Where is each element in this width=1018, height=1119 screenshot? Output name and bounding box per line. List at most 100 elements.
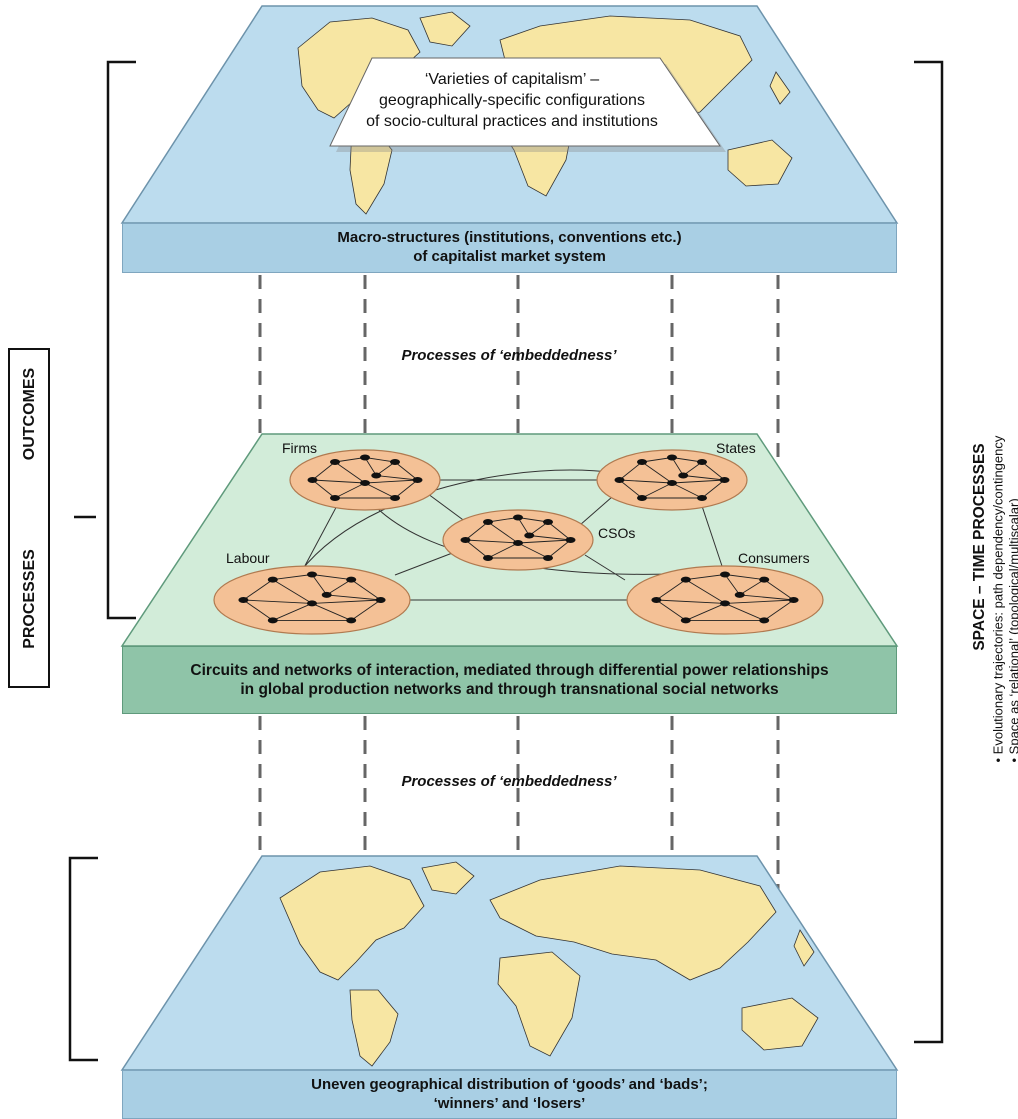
uneven-distribution-band: Uneven geographical distribution of ‘goo… xyxy=(122,1070,897,1119)
consumers-link xyxy=(685,579,726,604)
firms-node xyxy=(390,495,400,501)
states-link xyxy=(683,475,725,481)
labour-ellipse xyxy=(213,565,411,635)
csos-link xyxy=(465,539,519,544)
bottom-map-plane xyxy=(120,855,899,1071)
consumers-link xyxy=(739,594,794,601)
firms-link xyxy=(376,475,418,481)
states-node xyxy=(637,459,647,465)
labour-link xyxy=(243,599,274,621)
callout-line-2: geographically-specific configurations xyxy=(379,91,645,109)
states-link xyxy=(641,457,673,463)
consumers-link xyxy=(656,599,687,621)
states-link xyxy=(619,461,643,481)
labour-link xyxy=(272,602,313,621)
labour-node xyxy=(307,571,317,578)
firms-node xyxy=(330,459,340,465)
space-time-bullet-2: • Space as ‘relational’ (topological/mul… xyxy=(1006,498,1018,762)
states-link xyxy=(619,479,673,484)
macro-structures-band: Macro-structures (institutions, conventi… xyxy=(122,223,897,273)
firms-link xyxy=(334,482,366,499)
callout-line-3: of socio-cultural practices and institut… xyxy=(366,112,658,130)
labour-node xyxy=(346,617,357,624)
states-label: States xyxy=(716,440,756,456)
states-link xyxy=(671,457,684,476)
firms-link xyxy=(364,457,396,463)
firms-node xyxy=(307,477,318,483)
states-link xyxy=(641,482,673,499)
consumers-label: Consumers xyxy=(738,550,810,566)
consumers-ellipse xyxy=(626,565,824,635)
states-node xyxy=(667,454,677,461)
states-node xyxy=(719,477,730,483)
csos-node xyxy=(543,519,553,525)
csos-node xyxy=(483,519,493,525)
actor-networks xyxy=(213,449,824,635)
csos-label: CSOs xyxy=(598,525,636,541)
csos-link xyxy=(465,521,489,541)
consumers-link xyxy=(739,579,765,596)
consumers-link xyxy=(763,579,794,601)
consumers-node xyxy=(680,617,691,624)
states-node xyxy=(697,459,707,465)
circuits-networks-band: Circuits and networks of interaction, me… xyxy=(122,646,897,714)
outcomes-label: OUTCOMES xyxy=(21,367,38,461)
embeddedness-upper-label: Processes of ‘embeddedness’ xyxy=(401,347,617,364)
csos-node xyxy=(513,514,523,521)
csos-node xyxy=(460,537,471,543)
circuits-line-1: Circuits and networks of interaction, me… xyxy=(190,661,829,679)
consumers-node xyxy=(788,597,799,603)
csos-link xyxy=(529,535,571,541)
firms-label: Firms xyxy=(282,440,317,456)
consumers-link xyxy=(724,574,765,581)
csos-link xyxy=(517,539,571,544)
csos-node xyxy=(543,555,553,561)
embeddedness-lower-label: Processes of ‘embeddedness’ xyxy=(401,773,617,790)
csos-link xyxy=(465,539,489,559)
csos-link xyxy=(517,517,549,523)
states-node xyxy=(678,472,689,479)
firms-link xyxy=(334,457,366,463)
labour-link xyxy=(243,579,274,601)
labour-node xyxy=(375,597,386,603)
labour-node xyxy=(267,617,278,624)
labour-node xyxy=(307,600,317,607)
csos-node xyxy=(524,532,535,539)
consumers-link xyxy=(724,574,741,596)
consumers-link xyxy=(724,599,794,604)
labour-node xyxy=(238,597,249,603)
consumers-node xyxy=(720,600,730,607)
labour-link xyxy=(311,602,352,621)
firms-link xyxy=(312,461,336,481)
labour-link xyxy=(311,599,381,604)
labour-node xyxy=(321,591,332,598)
consumers-link xyxy=(656,599,726,604)
states-node xyxy=(637,495,647,501)
firms-node xyxy=(412,477,423,483)
csos-network xyxy=(442,509,594,571)
left-brackets xyxy=(68,60,136,1062)
states-link xyxy=(671,482,703,499)
states-link xyxy=(641,461,673,484)
consumers-node xyxy=(651,597,662,603)
firms-node xyxy=(371,472,382,479)
consumers-link xyxy=(685,602,726,621)
states-link xyxy=(671,457,703,463)
processes-outcomes-box xyxy=(8,348,50,688)
callout-line-1: ‘Varieties of capitalism’ – xyxy=(424,71,600,88)
firms-link xyxy=(334,461,366,484)
space-time-title: SPACE – TIME PROCESSES xyxy=(971,443,988,651)
labour-network xyxy=(213,565,411,635)
labour-link xyxy=(311,574,352,581)
states-node xyxy=(697,495,707,501)
states-node xyxy=(614,477,625,483)
top-map-plane xyxy=(120,5,899,224)
csos-link xyxy=(487,542,519,559)
csos-link xyxy=(517,542,549,559)
firms-link xyxy=(364,482,396,499)
labour-link xyxy=(243,599,313,604)
firms-link xyxy=(364,457,377,476)
uneven-line-2: ‘winners’ and ‘losers’ xyxy=(433,1094,586,1112)
